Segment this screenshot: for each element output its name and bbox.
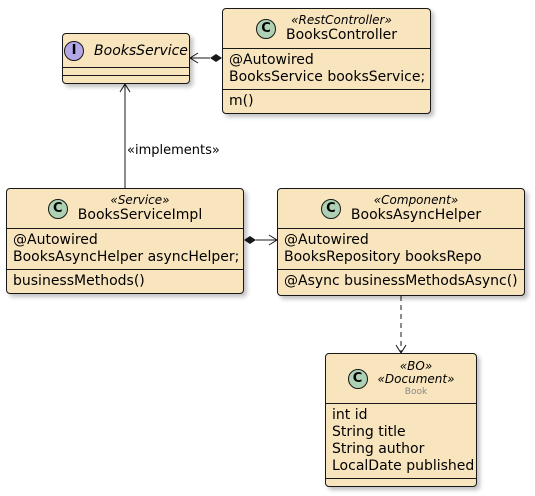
class-badge-icon: C [47, 198, 68, 219]
field-line: String author [332, 441, 425, 457]
method-line: @Async businessMethodsAsync() [284, 273, 518, 289]
books-async-helper-header: C «Component» BooksAsyncHelper [278, 189, 524, 229]
field-line: String title [332, 424, 406, 440]
class-badge-icon: C [320, 198, 341, 219]
fields-section: int id String title String author LocalD… [326, 404, 476, 479]
field-line: BooksAsyncHelper asyncHelper; [13, 249, 240, 265]
books-controller-header: C «RestController» BooksController [223, 9, 430, 49]
class-name: BooksController [285, 27, 397, 44]
arrowhead-service [189, 52, 199, 64]
stereotype: «RestController» [291, 12, 392, 27]
class-name: BooksAsyncHelper [350, 207, 482, 224]
books-service-interface[interactable]: I BooksService [62, 33, 190, 84]
field-line: @Autowired [229, 52, 314, 68]
field-line: int id [332, 407, 368, 423]
diamond-controller [210, 54, 222, 62]
books-service-header: I BooksService [63, 34, 189, 68]
method-line: m() [229, 93, 254, 109]
methods-section [63, 76, 189, 84]
field-line: BooksService booksService; [229, 69, 426, 85]
book-document-header: C «BO» «Document» Book [326, 354, 476, 404]
methods-section: businessMethods() [7, 270, 243, 293]
class-badge-icon: C [255, 18, 276, 39]
diamond-service-impl [244, 236, 256, 244]
implements-label: «implements» [127, 143, 220, 158]
stereotype-document: «Document» [377, 372, 455, 387]
class-name: BooksService [94, 42, 188, 59]
fields-section: @Autowired BooksService booksService; [223, 49, 430, 90]
books-controller-class[interactable]: C «RestController» BooksController @Auto… [222, 8, 431, 114]
methods-section: @Async businessMethodsAsync() [278, 270, 524, 293]
implements-arrowhead [119, 83, 131, 93]
stereotype-bo: «BO» [399, 358, 433, 373]
books-service-impl-header: C «Service» BooksServiceImpl [7, 189, 243, 229]
stereotype: «Service» [110, 192, 170, 207]
methods-section [326, 479, 476, 487]
fields-section [63, 68, 189, 76]
methods-section: m() [223, 90, 430, 113]
field-line: BooksRepository booksRepo [284, 249, 482, 265]
field-line: LocalDate published [332, 458, 475, 474]
fields-section: @Autowired BooksAsyncHelper asyncHelper; [7, 229, 243, 270]
books-service-impl-class[interactable]: C «Service» BooksServiceImpl @Autowired … [6, 188, 244, 294]
method-line: businessMethods() [13, 273, 145, 289]
book-document-class[interactable]: C «BO» «Document» Book int id String tit… [325, 353, 477, 487]
class-name: BooksServiceImpl [77, 207, 203, 224]
stereotype: «Component» [373, 192, 459, 207]
fields-section: @Autowired BooksRepository booksRepo [278, 229, 524, 270]
field-line: @Autowired [13, 232, 98, 248]
books-async-helper-class[interactable]: C «Component» BooksAsyncHelper @Autowire… [277, 188, 525, 296]
interface-badge-icon: I [64, 40, 85, 61]
class-badge-icon: C [347, 368, 368, 389]
field-line: @Autowired [284, 232, 369, 248]
class-name: Book [404, 387, 428, 398]
